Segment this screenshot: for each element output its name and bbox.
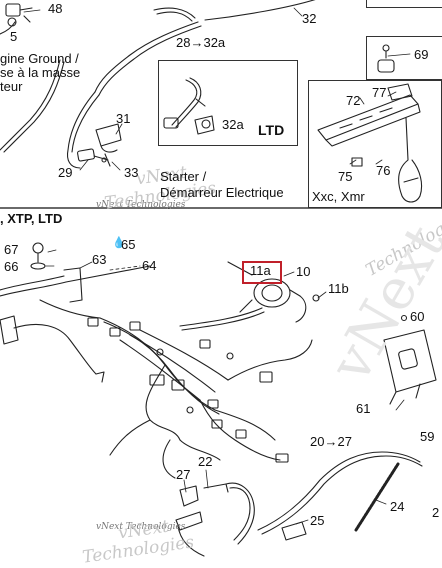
callout-2: 2 xyxy=(432,505,440,520)
callout-27: 27 xyxy=(176,467,191,482)
callout-32a: 32a xyxy=(222,117,244,132)
starter-label-line2: Démarreur Electrique xyxy=(160,185,284,200)
callout-59: 59 xyxy=(420,429,435,444)
callout-32: 32 xyxy=(302,11,317,26)
callout-5: 5 xyxy=(10,29,18,44)
callout-33: 33 xyxy=(124,165,139,180)
callout-31: 31 xyxy=(116,111,131,126)
ltd-label: LTD xyxy=(258,122,285,138)
section-heading: , XTP, LTD xyxy=(0,211,63,226)
harness-main-bundle xyxy=(87,317,313,479)
part-60-bracket xyxy=(383,314,437,405)
callout-10: 10 xyxy=(296,264,311,279)
callout-48: 48 xyxy=(48,1,63,16)
ltd-inset-box xyxy=(158,60,298,146)
ground-label-line3: teur xyxy=(0,79,23,94)
callout-22: 22 xyxy=(198,454,213,469)
callout-20-to-27: 20→27 xyxy=(310,434,352,449)
part-27-22-clips xyxy=(175,482,307,557)
callout-28-to-32a: 28→32a xyxy=(176,35,226,50)
callout-11a: 11a xyxy=(250,263,271,278)
callout-75: 75 xyxy=(338,169,353,184)
starter-label-line1: Starter / xyxy=(160,169,207,184)
callout-77: 77 xyxy=(372,85,387,100)
callout-63: 63 xyxy=(92,252,107,267)
callout-64: 64 xyxy=(142,258,157,273)
callout-69: 69 xyxy=(414,47,429,62)
xxc-label: Xxc, Xmr xyxy=(312,189,365,204)
leader-lines xyxy=(23,7,411,525)
part-24-corrugated xyxy=(354,462,400,532)
callout-65: 65 xyxy=(121,237,136,252)
harness-lower-left xyxy=(0,265,151,383)
callout-25: 25 xyxy=(310,513,325,528)
callout-24: 24 xyxy=(390,499,405,514)
part-69-clip xyxy=(377,44,395,73)
part-10-relay xyxy=(179,261,320,331)
oil-drop-icon: 💧 xyxy=(112,237,126,249)
xxc-inset-art xyxy=(317,83,423,203)
callout-66: 66 xyxy=(4,259,19,274)
callout-76: 76 xyxy=(376,163,391,178)
callout-11a-highlight xyxy=(242,261,282,284)
callout-61: 61 xyxy=(356,401,371,416)
ltd-inset-art xyxy=(163,77,215,135)
callout-11b: 11b xyxy=(328,281,349,296)
part-20-27-hose xyxy=(257,451,423,535)
top-right-inset-box xyxy=(366,36,442,80)
callout-67: 67 xyxy=(4,242,19,257)
callout-29: 29 xyxy=(58,165,73,180)
callout-72: 72 xyxy=(346,93,361,108)
callout-60: 60 xyxy=(410,309,425,324)
ground-label-line2: se à la masse xyxy=(0,65,81,80)
top-right-corner-box xyxy=(366,0,442,8)
ground-connector xyxy=(0,3,33,35)
part-67-66-fasteners xyxy=(30,242,46,270)
harness-upper xyxy=(0,0,316,169)
ground-label-line1: gine Ground / xyxy=(0,51,79,66)
